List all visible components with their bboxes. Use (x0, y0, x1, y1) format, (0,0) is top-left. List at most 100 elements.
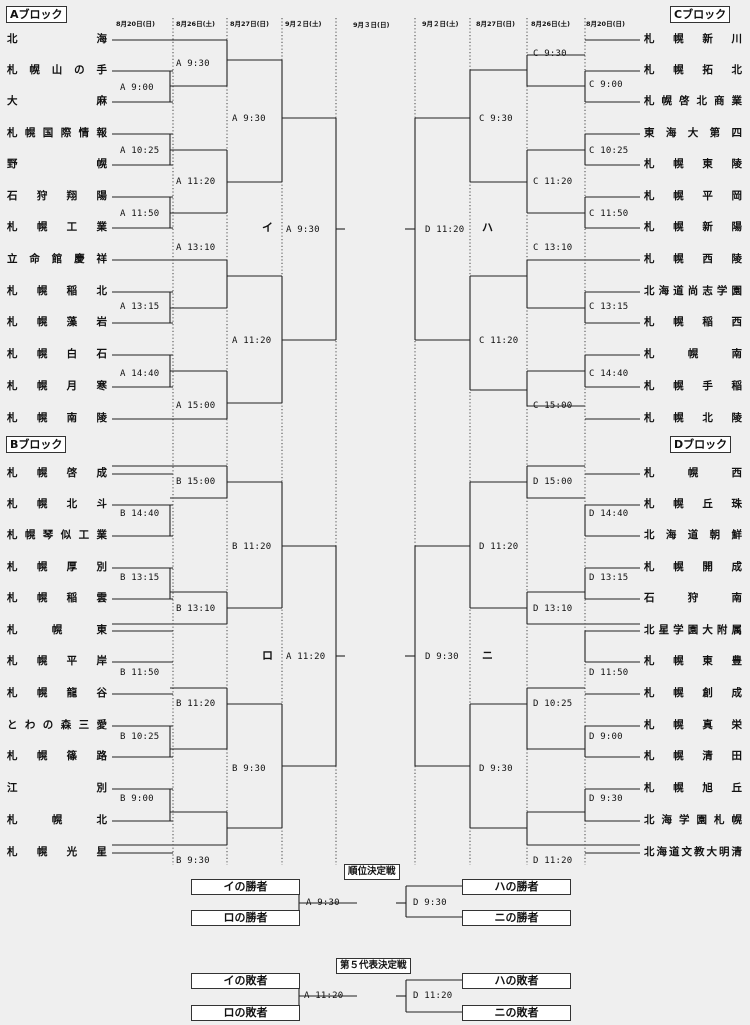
team-name: 札幌東 (7, 624, 107, 636)
match-label: A 14:40 (120, 369, 160, 379)
block-label-a: Aブロック (6, 6, 67, 23)
ranking-right-match: D 9:30 (413, 898, 447, 908)
block-label-c: Cブロック (670, 6, 731, 23)
match-label: B 9:30 (176, 856, 210, 866)
team-name: 札幌北斗 (7, 498, 107, 510)
block-label-d: Dブロック (670, 436, 732, 453)
match-label: A 9:30 (176, 59, 210, 69)
date-label: 9月２日(土) (285, 20, 322, 28)
team-name: 北海学園札幌 (644, 814, 742, 826)
match-label: D 11:20 (479, 542, 519, 552)
match-label: B 9:30 (232, 764, 266, 774)
team-name: 札幌真栄 (644, 719, 742, 731)
ranking-right-2: ニの勝者 (462, 910, 571, 926)
team-name: 札幌月寒 (7, 380, 107, 392)
match-label: A 15:00 (176, 401, 216, 411)
match-label: A 9:30 (286, 225, 320, 235)
team-name: 札幌篠路 (7, 750, 107, 762)
fifth-right-1: ハの敗者 (462, 973, 571, 989)
team-name: 札幌拓北 (644, 64, 742, 76)
team-name: 札幌白石 (7, 348, 107, 360)
match-label: B 11:20 (232, 542, 272, 552)
team-name: 札幌藻岩 (7, 316, 107, 328)
match-label: D 11:50 (589, 668, 629, 678)
match-label: D 11:20 (425, 225, 465, 235)
team-name: 札幌南陵 (7, 412, 107, 424)
date-label: 8月26日(土) (176, 20, 216, 28)
team-name: 東海大第四 (644, 127, 742, 139)
team-name: 札幌丘珠 (644, 498, 742, 510)
match-label: D 9:30 (479, 764, 513, 774)
match-label: A 13:15 (120, 302, 160, 312)
date-label: 9月３日(日) (353, 21, 390, 29)
team-name: 札幌北 (7, 814, 107, 826)
match-label: A 11:20 (286, 652, 326, 662)
date-label: 8月26日(土) (531, 20, 571, 28)
match-label: C 11:20 (533, 177, 573, 187)
semifinal-mark: ロ (262, 649, 273, 662)
team-name: 江別 (7, 782, 107, 794)
fifth-right-match: D 11:20 (413, 991, 453, 1001)
team-name: 札幌龍谷 (7, 687, 107, 699)
team-name: 札幌琴似工業 (7, 529, 107, 541)
match-label: D 14:40 (589, 509, 629, 519)
match-label: A 10:25 (120, 146, 160, 156)
team-name: 札幌手稲 (644, 380, 742, 392)
match-label: A 13:10 (176, 243, 216, 253)
match-label: C 9:30 (533, 49, 567, 59)
fifth-title: 第５代表決定戦 (336, 958, 411, 974)
team-name: 石狩南 (644, 592, 742, 604)
team-name: 札幌創成 (644, 687, 742, 699)
match-label: A 11:20 (232, 336, 272, 346)
team-name: 札幌東豊 (644, 655, 742, 667)
match-label: C 10:25 (589, 146, 629, 156)
match-label: D 9:00 (589, 732, 623, 742)
team-name: 北海道朝鮮 (644, 529, 742, 541)
match-label: C 9:30 (479, 114, 513, 124)
team-name: 立命館慶祥 (7, 253, 107, 265)
team-name: 札幌平岸 (7, 655, 107, 667)
team-name: 札幌厚別 (7, 561, 107, 573)
match-label: D 15:00 (533, 477, 573, 487)
team-name: 札幌西陵 (644, 253, 742, 265)
match-label: D 10:25 (533, 699, 573, 709)
match-label: B 13:10 (176, 604, 216, 614)
match-label: C 11:20 (479, 336, 519, 346)
match-label: A 9:00 (120, 83, 154, 93)
team-name: 札幌光星 (7, 846, 107, 858)
team-name: 札幌工業 (7, 221, 107, 233)
fifth-right-2: ニの敗者 (462, 1005, 571, 1021)
team-name: 札幌東陵 (644, 158, 742, 170)
team-name: 北海 (7, 33, 107, 45)
team-name: 札幌平岡 (644, 190, 742, 202)
match-label: C 13:15 (589, 302, 629, 312)
team-name: 札幌山の手 (7, 64, 107, 76)
team-name: 大麻 (7, 95, 107, 107)
ranking-left-match: A 9:30 (306, 898, 340, 908)
match-label: B 15:00 (176, 477, 216, 487)
ranking-left-2: ロの勝者 (191, 910, 300, 926)
team-name: 札幌啓成 (7, 467, 107, 479)
team-name: 札幌国際情報 (7, 127, 107, 139)
team-name: とわの森三愛 (7, 719, 107, 731)
fifth-left-2: ロの敗者 (191, 1005, 300, 1021)
match-label: A 11:20 (176, 177, 216, 187)
fifth-left-1: イの敗者 (191, 973, 300, 989)
date-label: 9月２日(土) (422, 20, 459, 28)
date-label: 8月20日(日) (116, 20, 156, 28)
team-name: 札幌旭丘 (644, 782, 742, 794)
match-label: C 11:50 (589, 209, 629, 219)
ranking-right-1: ハの勝者 (462, 879, 571, 895)
date-label: 8月20日(日) (586, 20, 626, 28)
team-name: 札幌稲西 (644, 316, 742, 328)
team-name: 北海道文教大明清 (644, 846, 742, 858)
team-name: 北星学園大附属 (644, 624, 742, 636)
match-label: B 9:00 (120, 794, 154, 804)
match-label: D 9:30 (425, 652, 459, 662)
ranking-left-1: イの勝者 (191, 879, 300, 895)
match-label: B 13:15 (120, 573, 160, 583)
fifth-left-match: A 11:20 (304, 991, 344, 1001)
match-label: B 14:40 (120, 509, 160, 519)
